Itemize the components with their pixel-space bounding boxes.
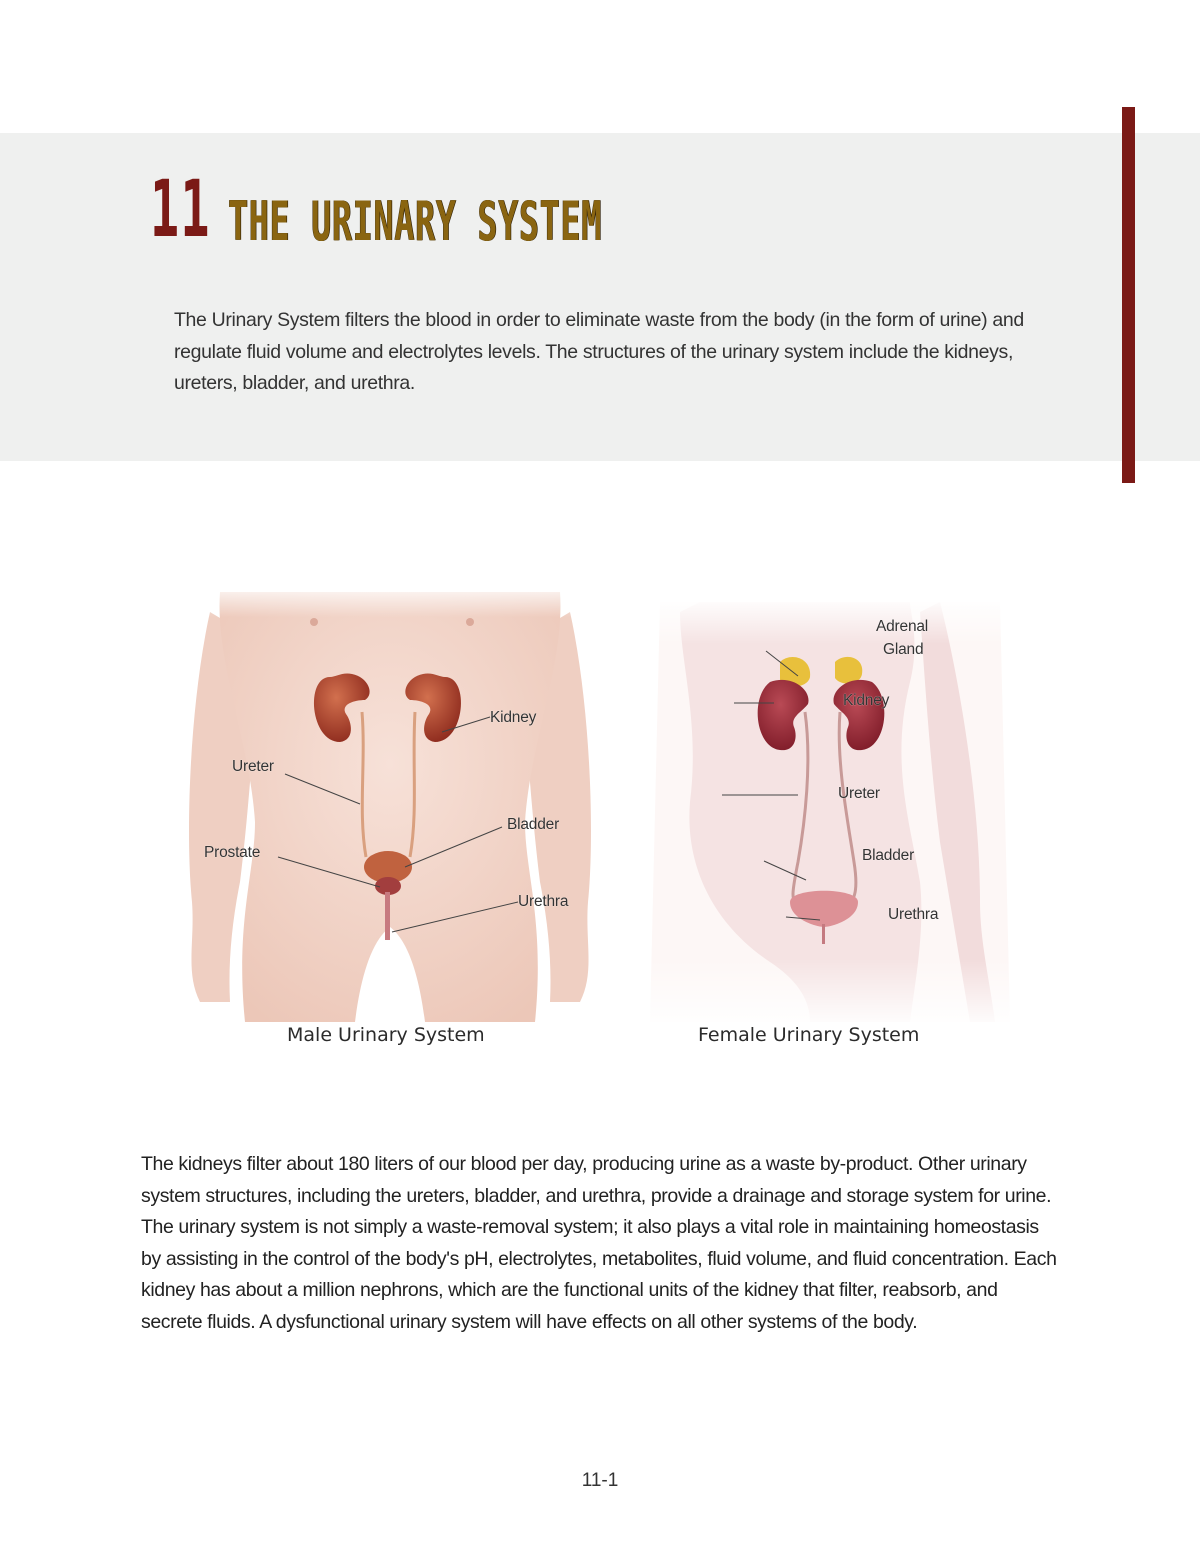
female-urethra-label: Urethra [888, 906, 939, 923]
chapter-name: THE URINARY SYSTEM [228, 190, 602, 253]
chapter-accent-bar [1122, 107, 1135, 483]
chapter-title: 11 THE URINARY SYSTEM [150, 152, 831, 252]
female-adrenal-label-line2: Gland [883, 641, 924, 658]
male-figure-caption: Male Urinary System [287, 1024, 485, 1046]
male-urinary-diagram: Kidney Ureter Bladder Prostate Urethra M… [180, 582, 600, 1062]
male-urethra-label: Urethra [518, 893, 569, 910]
page-number: 11-1 [581, 1470, 619, 1491]
male-prostate-label: Prostate [204, 844, 261, 861]
chapter-header-band [0, 133, 1200, 461]
female-body-illustration [640, 602, 1020, 1022]
body-paragraph: The kidneys filter about 180 liters of o… [141, 1153, 1057, 1333]
urinary-system-figure: Kidney Ureter Bladder Prostate Urethra M… [180, 582, 1020, 1062]
female-adrenal-label-line1: Adrenal [876, 618, 929, 635]
female-figure-caption: Female Urinary System [698, 1024, 920, 1046]
chapter-number: 11 [150, 165, 211, 255]
male-bladder-label: Bladder [507, 816, 560, 833]
female-kidney-label: Kidney [843, 692, 890, 709]
female-ureter-label: Ureter [838, 785, 880, 802]
male-body-illustration [180, 582, 600, 1022]
male-kidney-label: Kidney [490, 709, 537, 726]
male-ureter-label: Ureter [232, 758, 274, 775]
female-urinary-diagram: Adrenal Gland Kidney Ureter Bladder Uret… [640, 602, 1020, 1062]
intro-paragraph: The Urinary System filters the blood in … [174, 309, 1024, 394]
female-bladder-label: Bladder [862, 847, 915, 864]
